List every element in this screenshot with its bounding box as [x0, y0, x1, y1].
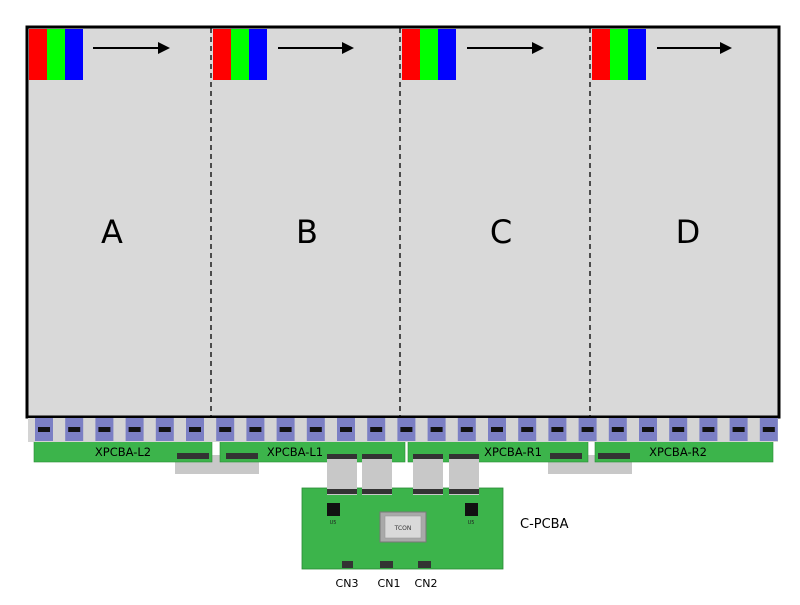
subpixel-red: [592, 29, 610, 80]
cof-driver: [397, 418, 416, 441]
cable-r1-a: [413, 454, 443, 495]
cof-driver: [457, 418, 476, 441]
cof-driver: [125, 418, 144, 441]
subpixel-red: [29, 29, 47, 80]
cof-driver: [276, 418, 295, 441]
chip-label-left: U5: [330, 520, 337, 526]
subpixel-group-b: [213, 29, 267, 80]
xpcba-board-l1: XPCBA-L1: [219, 439, 406, 463]
subpixel-green: [420, 29, 438, 80]
xpcba-board-l2: XPCBA-L2: [33, 439, 213, 463]
c-pcba-board: TCON U5 U5: [301, 487, 504, 570]
chip-right: [465, 503, 478, 516]
connector-cn1: [380, 561, 393, 568]
cof-driver: [518, 418, 537, 441]
xpcba-label-r2: XPCBA-R2: [649, 445, 707, 459]
cof-driver: [488, 418, 506, 441]
cof-driver: [639, 418, 657, 441]
subpixel-group-a: [29, 29, 83, 80]
subpixel-blue: [628, 29, 646, 80]
xpcba-label-l1: XPCBA-L1: [267, 445, 323, 459]
scan-arrow-c: [467, 42, 544, 54]
subpixel-red: [402, 29, 420, 80]
scan-arrow-b: [278, 42, 354, 54]
connector-cn2: [418, 561, 431, 568]
cof-driver: [306, 418, 325, 441]
subpixel-green: [231, 29, 249, 80]
bridge-connector: [177, 453, 209, 459]
cof-driver: [729, 418, 748, 441]
bridge-connector: [598, 453, 630, 459]
cof-driver: [186, 418, 204, 441]
cof-driver: [155, 418, 174, 441]
cn1-label: CN1: [378, 577, 401, 590]
scan-arrow-d: [657, 42, 732, 54]
subpixel-green: [610, 29, 628, 80]
xpcba-boards: XPCBA-L2 XPCBA-L1 XPCBA-R1 XPCBA-R2: [33, 439, 774, 463]
c-pcba-label: C-PCBA: [520, 517, 569, 532]
cn3-label: CN3: [336, 577, 359, 590]
cof-driver: [65, 418, 84, 441]
zone-label-a: A: [101, 213, 123, 251]
cof-driver: [699, 418, 718, 441]
zone-label-d: D: [676, 213, 701, 251]
cof-driver: [246, 418, 265, 441]
subpixel-group-d: [592, 29, 646, 80]
cof-driver: [216, 418, 235, 441]
cable-l1-b: [362, 454, 392, 495]
cof-driver: [759, 418, 778, 441]
cof-driver: [367, 418, 386, 441]
tcon-label: TCON: [394, 525, 412, 532]
subpixel-red: [213, 29, 231, 80]
cof-driver: [548, 418, 567, 441]
cof-driver: [337, 418, 355, 441]
xpcba-label-r1: XPCBA-R1: [484, 445, 542, 459]
bridge-connectors: [177, 453, 630, 459]
xpcba-board-r2: XPCBA-R2: [594, 439, 774, 463]
cof-driver: [669, 418, 688, 441]
subpixel-green: [47, 29, 65, 80]
cof-driver: [95, 418, 114, 441]
subpixel-group-c: [402, 29, 456, 80]
cable-l1-a: [327, 454, 357, 495]
subpixel-groups: [29, 29, 646, 80]
chip-label-right: U5: [468, 520, 475, 526]
subpixel-blue: [249, 29, 267, 80]
cof-driver: [608, 418, 627, 441]
scan-arrows: [93, 42, 732, 54]
connector-cn3: [342, 561, 353, 568]
bridge-connector: [226, 453, 258, 459]
xpcba-label-l2: XPCBA-L2: [95, 445, 151, 459]
main-cables: [327, 454, 479, 495]
subpixel-blue: [65, 29, 83, 80]
bridge-connector: [550, 453, 582, 459]
cof-driver: [427, 418, 446, 441]
cable-r1-b: [449, 454, 479, 495]
cof-driver: [35, 418, 53, 441]
chip-left: [327, 503, 340, 516]
scan-arrow-a: [93, 42, 170, 54]
zone-label-c: C: [490, 213, 512, 251]
zone-label-b: B: [296, 213, 318, 251]
subpixel-blue: [438, 29, 456, 80]
cof-driver: [578, 418, 597, 441]
display-panel: [25, 25, 781, 419]
cof-strip: [28, 418, 778, 442]
cn2-label: CN2: [415, 577, 438, 590]
